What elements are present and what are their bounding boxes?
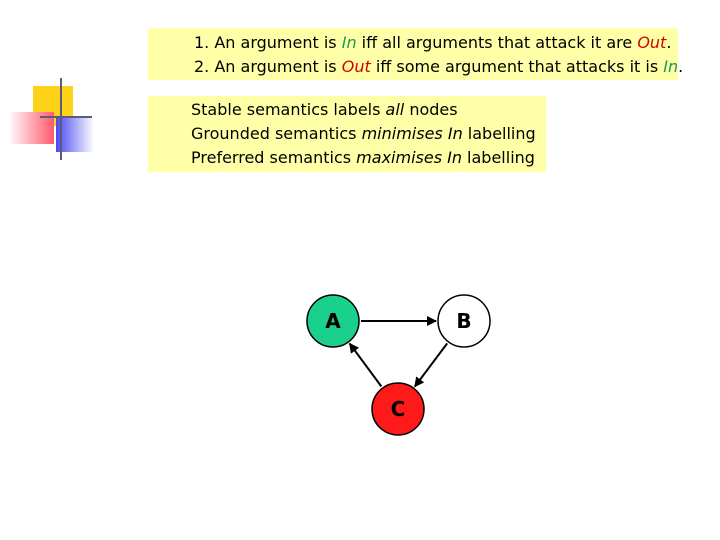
node-b-circle xyxy=(437,294,491,348)
node-b-label: B xyxy=(456,309,471,333)
label-out: Out xyxy=(637,33,667,52)
label-out: Out xyxy=(341,57,371,76)
deco-blue-square xyxy=(56,118,94,152)
label-in: In xyxy=(341,33,357,52)
deco-vertical-line xyxy=(60,78,62,160)
node-c: C xyxy=(371,382,425,436)
semantics-grounded: Grounded semantics minimises In labellin… xyxy=(191,124,536,143)
rule-2: 2. An argument is Out iff some argument … xyxy=(194,57,684,76)
node-a-circle xyxy=(306,294,360,348)
node-a: A xyxy=(306,294,360,348)
node-b: B xyxy=(437,294,491,348)
attack-edge-b-c xyxy=(413,342,449,388)
semantics-preferred: Preferred semantics maximises In labelli… xyxy=(191,148,535,167)
label-in: In xyxy=(663,57,679,76)
attack-edge-c-a xyxy=(348,342,383,388)
rule-1: 1. An argument is In iff all arguments t… xyxy=(194,33,672,52)
node-c-label: C xyxy=(391,397,406,421)
deco-horizontal-line xyxy=(40,116,92,118)
rules-box xyxy=(148,28,678,80)
node-c-circle xyxy=(371,382,425,436)
node-a-label: A xyxy=(325,309,341,333)
semantics-stable: Stable semantics labels all nodes xyxy=(191,100,458,119)
semantics-box xyxy=(148,96,546,172)
